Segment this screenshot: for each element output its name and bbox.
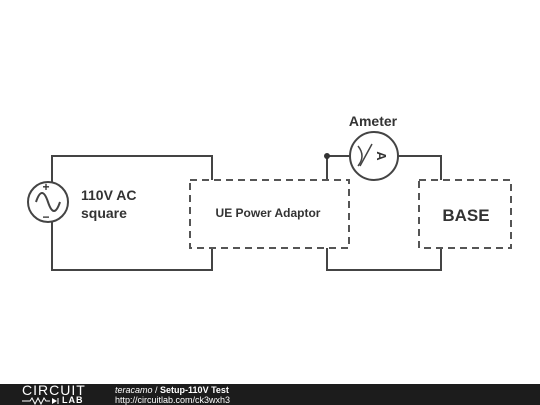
wire-bottom-right [326, 248, 442, 271]
power-adaptor-box [189, 179, 350, 249]
ammeter-title: Ameter [349, 113, 398, 129]
ac-voltage-source: + − [27, 180, 69, 224]
wire-ammeter-to-base [398, 155, 442, 180]
circuit-title[interactable]: Setup-110V Test [160, 385, 229, 395]
resistor-icon [22, 397, 59, 405]
logo-wordmark-bottom: LAB [62, 395, 84, 405]
author-link[interactable]: teracamo [115, 385, 153, 395]
base-label: BASE [442, 206, 489, 225]
junction-dot [324, 153, 330, 159]
base-box [418, 179, 512, 249]
ammeter-symbol: A [374, 151, 389, 161]
footer-bar: CIRCUIT LAB teracamo / Setup-110V Test h… [0, 382, 540, 405]
source-label-voltage: 110V AC [81, 187, 137, 203]
title-separator: / [152, 385, 161, 395]
source-label-waveform: square [81, 205, 127, 221]
circuit-meta: teracamo / Setup-110V Test http://circui… [115, 385, 230, 405]
circuitlab-logo[interactable]: CIRCUIT LAB [22, 382, 96, 405]
wire-top-left [51, 155, 213, 182]
logo-wordmark-top: CIRCUIT [22, 382, 86, 398]
circuit-diagram: + − 110V AC square UE Power Adaptor A Am… [27, 113, 512, 271]
circuit-url[interactable]: http://circuitlab.com/ck3wxh3 [115, 395, 231, 405]
ammeter: A [349, 131, 399, 181]
power-adaptor-label: UE Power Adaptor [216, 206, 321, 220]
wire-adaptor-to-ammeter [326, 155, 350, 180]
wire-bottom-left [51, 222, 213, 271]
source-minus-sign: − [42, 210, 49, 224]
source-plus-sign: + [42, 180, 49, 194]
